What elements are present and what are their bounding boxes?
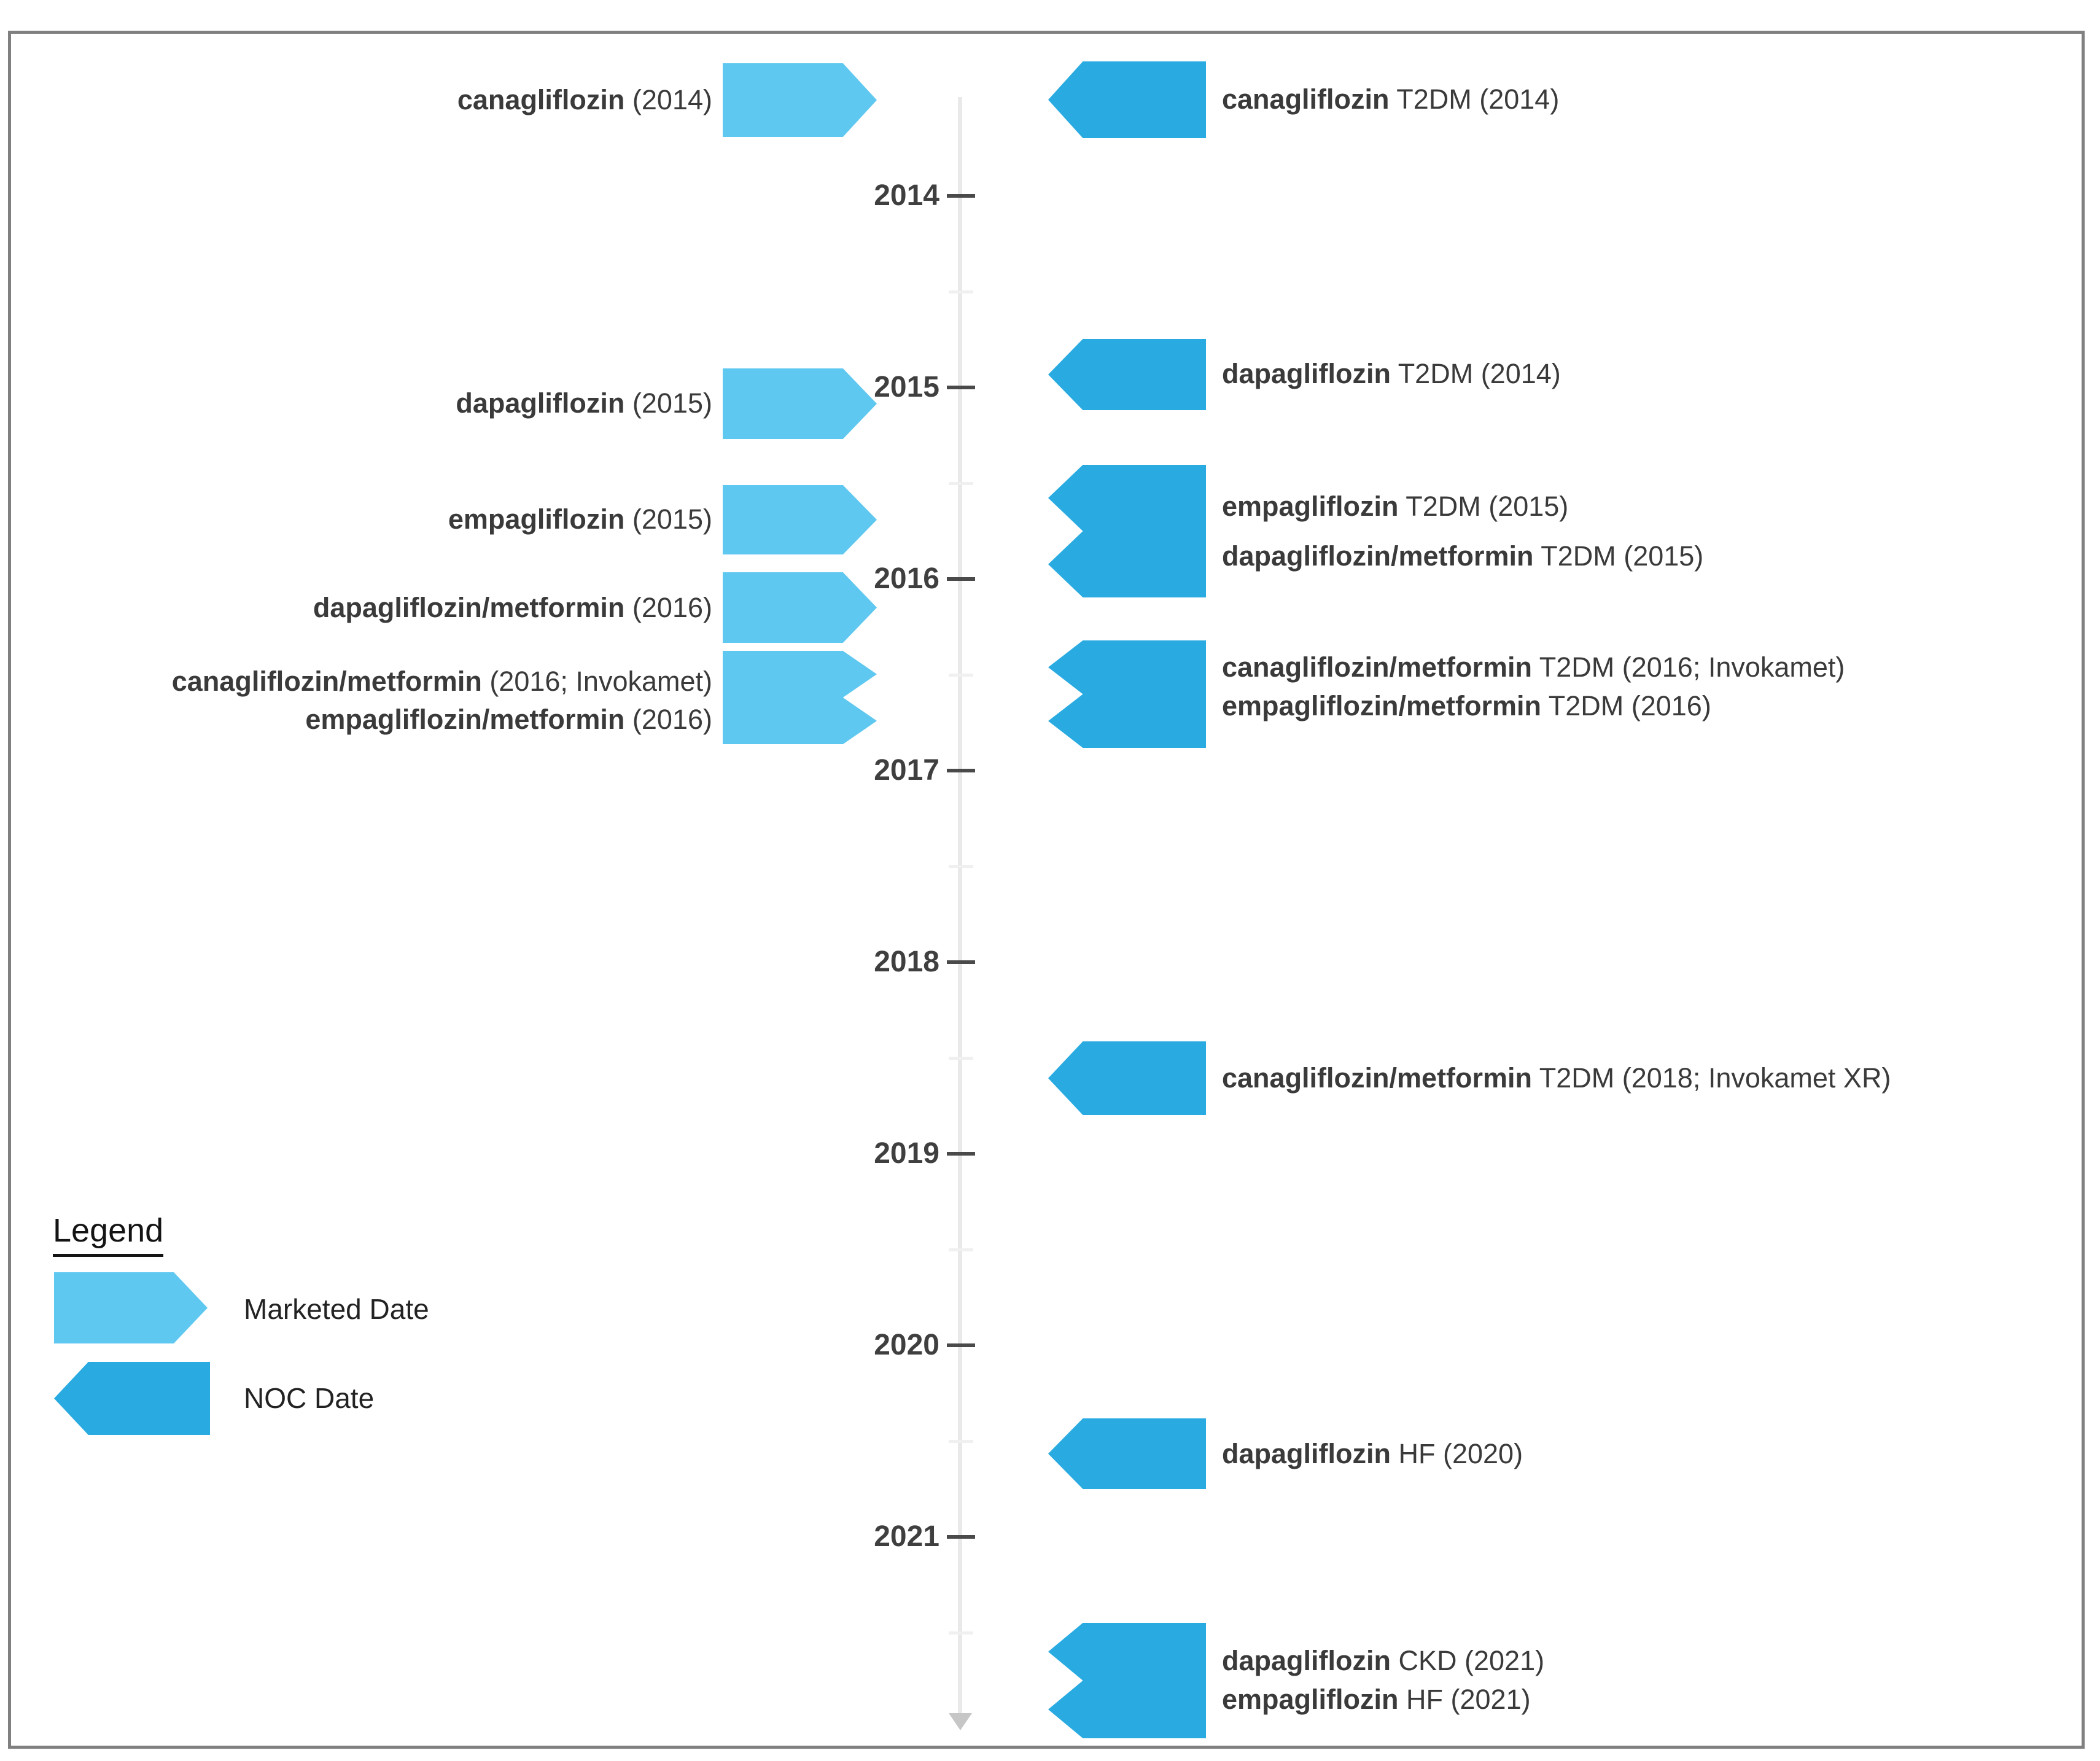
year-label: 2015 bbox=[874, 371, 939, 403]
year-label: 2017 bbox=[874, 754, 939, 787]
noc-event-label: empagliflozin T2DM (2015) bbox=[1222, 491, 1569, 522]
marketed-arrow-icon bbox=[723, 485, 877, 554]
legend-title: Legend bbox=[53, 1212, 164, 1257]
year-tick bbox=[947, 1343, 975, 1347]
minor-tick bbox=[949, 1440, 973, 1443]
year-label: 2018 bbox=[874, 946, 939, 978]
marketed-arrow-icon bbox=[723, 572, 877, 643]
noc-arrow-icon bbox=[1048, 1418, 1206, 1489]
marketed-event-label: canagliflozin (2014) bbox=[457, 84, 712, 115]
marketed-event-label: empagliflozin/metformin (2016) bbox=[305, 704, 712, 735]
legend-noc-arrow-icon bbox=[54, 1362, 210, 1435]
noc-event-label: dapagliflozin T2DM (2014) bbox=[1222, 358, 1561, 389]
timeline-axis-arrowhead-icon bbox=[949, 1713, 972, 1730]
figure-border bbox=[8, 31, 2085, 1749]
year-tick bbox=[947, 386, 975, 389]
marketed-event-label: dapagliflozin (2015) bbox=[456, 387, 712, 419]
noc-event-label: canagliflozin/metformin T2DM (2016; Invo… bbox=[1222, 651, 1845, 683]
minor-tick bbox=[949, 865, 973, 868]
minor-tick bbox=[949, 674, 973, 677]
noc-event-label: dapagliflozin/metformin T2DM (2015) bbox=[1222, 540, 1704, 572]
minor-tick bbox=[949, 482, 973, 485]
year-tick bbox=[947, 194, 975, 198]
year-tick bbox=[947, 960, 975, 964]
noc-event-label: canagliflozin/metformin T2DM (2018; Invo… bbox=[1222, 1062, 1891, 1094]
year-tick bbox=[947, 769, 975, 772]
legend-marketed-arrow-icon bbox=[54, 1272, 208, 1343]
noc-event-label: dapagliflozin CKD (2021) bbox=[1222, 1645, 1545, 1676]
marketed-event-label: canagliflozin/metformin (2016; Invokamet… bbox=[171, 666, 712, 697]
noc-arrow-icon bbox=[1048, 61, 1206, 138]
marketed-arrow-icon bbox=[723, 63, 877, 137]
year-label: 2020 bbox=[874, 1329, 939, 1361]
noc-event-label: canagliflozin T2DM (2014) bbox=[1222, 84, 1560, 115]
noc-arrow-icon bbox=[1048, 1041, 1206, 1115]
noc-event-label: empagliflozin/metformin T2DM (2016) bbox=[1222, 690, 1711, 721]
marketed-arrow-icon bbox=[723, 368, 877, 439]
legend-noc-label: NOC Date bbox=[244, 1382, 375, 1414]
noc-arrow-icon bbox=[1048, 339, 1206, 410]
noc-event-label: empagliflozin HF (2021) bbox=[1222, 1684, 1531, 1715]
legend-marketed-label: Marketed Date bbox=[244, 1293, 429, 1325]
marketed-event-label: dapagliflozin/metformin (2016) bbox=[313, 592, 712, 623]
year-tick bbox=[947, 1535, 975, 1539]
year-tick bbox=[947, 577, 975, 581]
noc-event-label: dapagliflozin HF (2020) bbox=[1222, 1438, 1523, 1469]
year-label: 2016 bbox=[874, 562, 939, 595]
marketed-event-label: empagliflozin (2015) bbox=[448, 503, 712, 535]
minor-tick bbox=[949, 1248, 973, 1251]
year-label: 2019 bbox=[874, 1137, 939, 1170]
minor-tick bbox=[949, 290, 973, 294]
timeline-axis bbox=[958, 97, 962, 1714]
year-label: 2014 bbox=[874, 179, 939, 212]
minor-tick bbox=[949, 1057, 973, 1060]
minor-tick bbox=[949, 1631, 973, 1635]
year-label: 2021 bbox=[874, 1520, 939, 1553]
year-tick bbox=[947, 1152, 975, 1156]
